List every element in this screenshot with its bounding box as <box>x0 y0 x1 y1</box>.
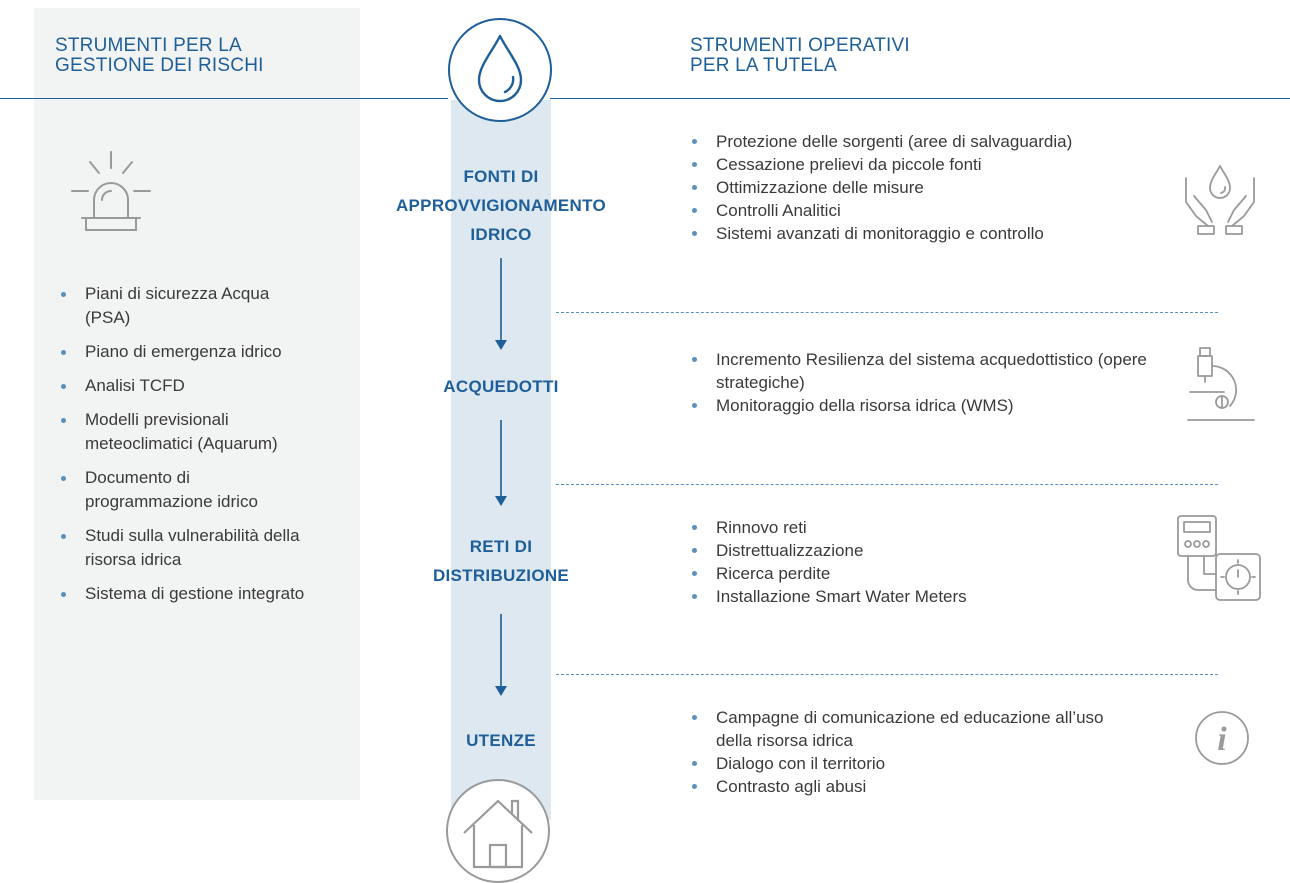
supply-sources-actions: Protezione delle sorgenti (aree di salva… <box>686 130 1166 245</box>
svg-text:i: i <box>1217 721 1227 758</box>
operative-tools-heading: STRUMENTI OPERATIVI PER LA TUTELA <box>690 35 910 76</box>
stage-aqueducts: ACQUEDOTTI <box>443 377 559 396</box>
list-item: Ricerca perdite <box>686 562 1166 585</box>
users-actions: Campagne di comunicazione ed educazione … <box>686 706 1116 798</box>
flow-arrow <box>495 420 507 506</box>
list-item: Piani di sicurezza Acqua (PSA) <box>55 282 315 330</box>
list-item: Dialogo con il territorio <box>686 752 1116 775</box>
list-item: Protezione delle sorgenti (aree di salva… <box>686 130 1166 153</box>
flow-arrow <box>495 258 507 350</box>
alarm-siren-icon <box>66 148 156 243</box>
list-item: Contrasto agli abusi <box>686 775 1116 798</box>
header-rule-left <box>0 98 448 99</box>
aqueducts-actions: Incremento Resilienza del sistema acqued… <box>686 348 1182 417</box>
list-item: Analisi TCFD <box>55 374 315 398</box>
house-icon <box>446 779 550 883</box>
list-item: Rinnovo reti <box>686 516 1166 539</box>
list-item: Cessazione prelievi da piccole fonti <box>686 153 1166 176</box>
list-item: Piano di emergenza idrico <box>55 340 315 364</box>
risk-tools-panel <box>34 8 360 800</box>
list-item: Distrettualizzazione <box>686 539 1166 562</box>
flow-arrow <box>495 614 507 696</box>
risk-tools-list: Piani di sicurezza Acqua (PSA) Piano di … <box>55 282 315 616</box>
water-drop-icon <box>448 18 552 122</box>
list-item: Sistema di gestione integrato <box>55 582 315 606</box>
list-item: Documento di programmazione idrico <box>55 466 315 514</box>
list-item: Campagne di comunicazione ed educazione … <box>686 706 1116 752</box>
list-item: Studi sulla vulnerabilità della risorsa … <box>55 524 315 572</box>
hands-water-drop-icon <box>1180 160 1260 245</box>
list-item: Sistemi avanzati di monitoraggio e contr… <box>686 222 1166 245</box>
section-divider <box>556 484 1218 485</box>
distribution-networks-actions: Rinnovo reti Distrettualizzazione Ricerc… <box>686 516 1166 608</box>
stage-distribution-networks: RETI DI DISTRIBUZIONE <box>432 537 570 585</box>
stage-supply-sources: FONTI DI APPROVVIGIONAMENTO IDRICO <box>395 167 607 244</box>
list-item: Controlli Analitici <box>686 199 1166 222</box>
info-icon: i <box>1194 710 1250 771</box>
list-item: Incremento Resilienza del sistema acqued… <box>686 348 1182 394</box>
list-item: Ottimizzazione delle misure <box>686 176 1166 199</box>
list-item: Installazione Smart Water Meters <box>686 585 1166 608</box>
section-divider <box>556 312 1218 313</box>
water-meter-icon <box>1176 514 1262 609</box>
section-divider <box>556 674 1218 675</box>
list-item: Monitoraggio della risorsa idrica (WMS) <box>686 394 1182 417</box>
list-item: Modelli previsionali meteoclimatici (Aqu… <box>55 408 315 456</box>
header-rule-right <box>550 98 1290 99</box>
risk-tools-heading: STRUMENTI PER LA GESTIONE DEI RISCHI <box>55 35 264 76</box>
stage-users: UTENZE <box>466 731 536 750</box>
microscope-icon <box>1186 346 1256 431</box>
